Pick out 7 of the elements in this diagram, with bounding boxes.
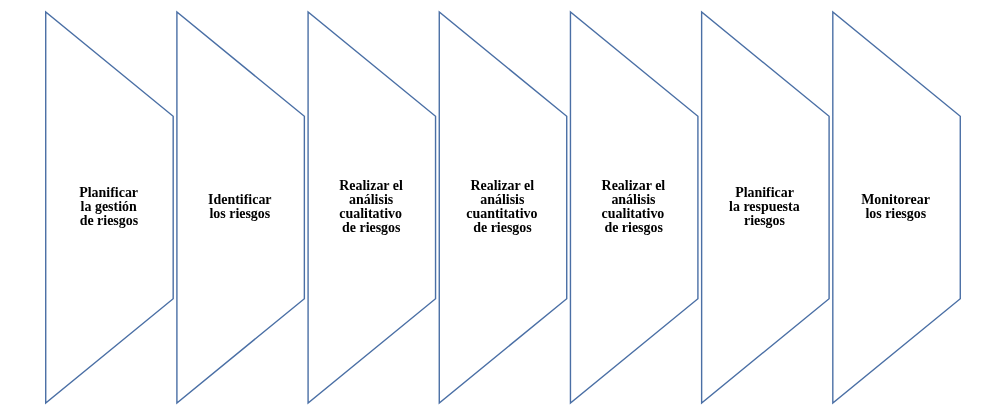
node-box: Realizar el análisis cualitativo de riesgos <box>307 10 437 405</box>
node-box: Monitorear los riesgos <box>832 10 961 405</box>
node-box: Planificar la respuesta riesgos <box>700 10 830 405</box>
node-box: Identificar los riesgos <box>176 10 306 405</box>
node-box: Realizar el análisis cualitativo de riesgos <box>569 10 699 405</box>
node-box: Realizar el análisis cuantitativo de riesgos <box>438 10 568 405</box>
node-box: Planificar la gestión de riesgos <box>45 10 174 405</box>
